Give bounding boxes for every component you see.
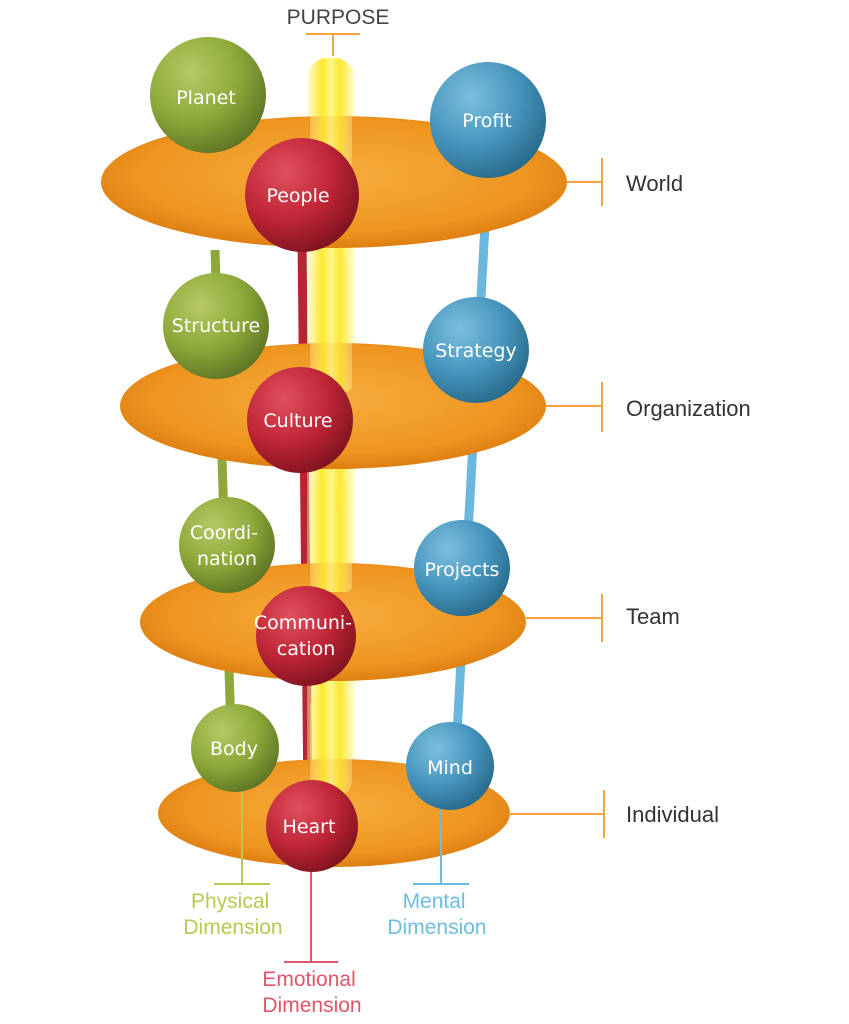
label-body: Body	[210, 738, 258, 760]
sphere-profit	[430, 62, 546, 178]
label-mind: Mind	[427, 757, 473, 779]
sphere-planet	[150, 37, 266, 153]
label-planet: Planet	[176, 87, 236, 109]
sphere-mind	[406, 722, 494, 810]
emotional-spheres	[245, 138, 359, 872]
dimension-markers	[214, 790, 469, 963]
emotional-dimension-line2: Dimension	[262, 994, 361, 1017]
label-coordination-line2: nation	[197, 548, 257, 570]
mental-dimension-label: Mental Dimension	[387, 890, 486, 939]
emotional-dimension-line1: Emotional	[262, 968, 355, 991]
mental-spheres	[406, 62, 546, 810]
sphere-culture	[247, 367, 353, 473]
label-communication-line2: cation	[277, 638, 335, 660]
label-culture: Culture	[263, 410, 332, 432]
sphere-people	[245, 138, 359, 252]
physical-spheres	[150, 37, 279, 792]
level-label-individual: Individual	[626, 802, 719, 827]
label-structure: Structure	[172, 315, 260, 337]
emotional-dimension-label: Emotional Dimension	[262, 968, 361, 1017]
physical-dimension-line2: Dimension	[183, 916, 282, 939]
sphere-communication	[256, 586, 356, 686]
label-communication: Communi- cation	[254, 612, 358, 660]
level-markers	[508, 158, 605, 838]
purpose-label: PURPOSE	[287, 6, 390, 29]
label-strategy: Strategy	[435, 340, 516, 362]
level-label-world: World	[626, 171, 683, 196]
level-label-team: Team	[626, 604, 680, 629]
label-coordination-line1: Coordi-	[190, 522, 258, 544]
label-communication-line1: Communi-	[254, 612, 352, 634]
sphere-heart	[266, 780, 358, 872]
sphere-strategy	[423, 297, 529, 403]
mental-dimension-line2: Dimension	[387, 916, 486, 939]
mental-dimension-line1: Mental	[403, 890, 466, 913]
sphere-coordination	[179, 497, 275, 593]
sphere-body	[191, 704, 279, 792]
purpose-marker	[306, 33, 360, 56]
label-heart: Heart	[283, 816, 336, 838]
sphere-projects	[414, 520, 510, 616]
sphere-structure	[163, 273, 269, 379]
level-label-organization: Organization	[626, 396, 751, 421]
physical-dimension-label: Physical Dimension	[183, 890, 282, 939]
label-people: People	[266, 185, 329, 207]
label-coordination: Coordi- nation	[190, 522, 264, 570]
label-projects: Projects	[425, 559, 500, 581]
physical-dimension-line1: Physical	[191, 890, 269, 913]
label-profit: Profit	[462, 110, 512, 132]
